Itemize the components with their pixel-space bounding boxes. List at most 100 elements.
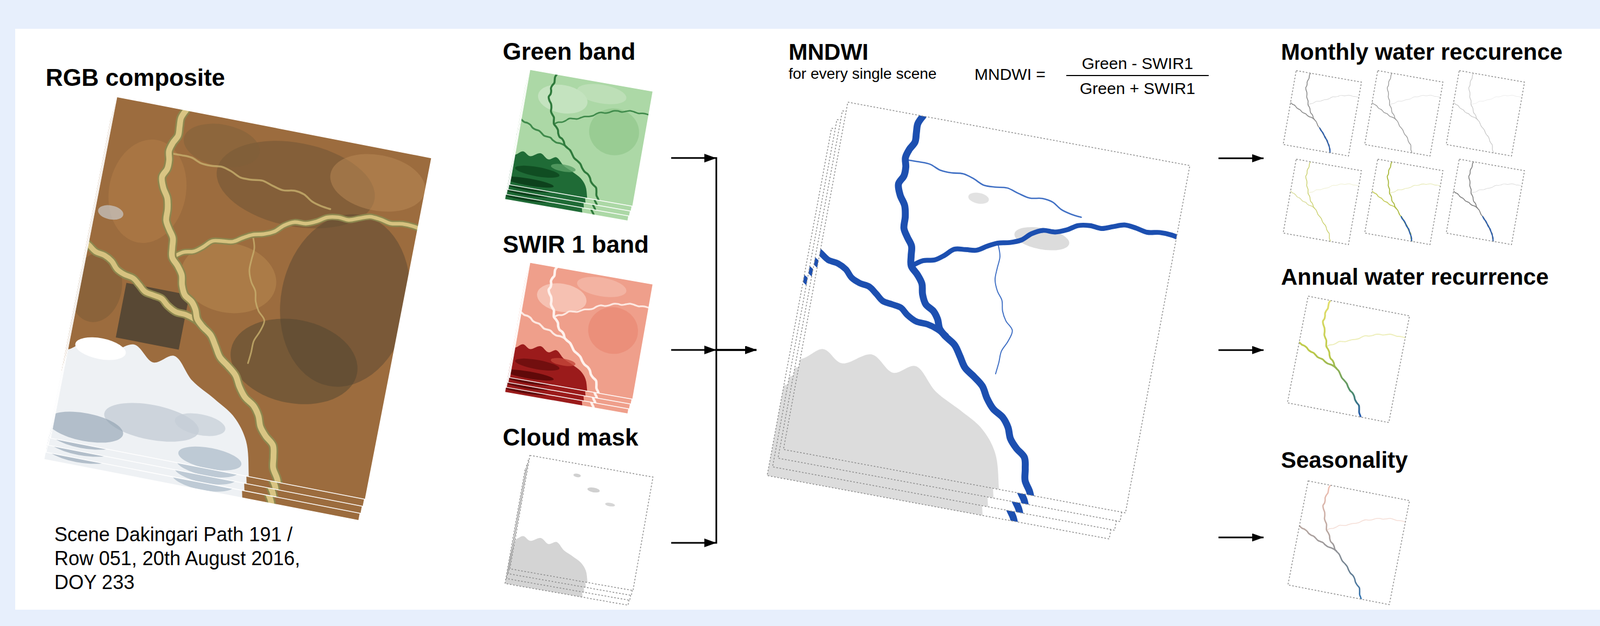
seasonality-map [1285,480,1412,608]
river-line [1478,216,1498,243]
river-line [1397,216,1417,243]
terrain-patch [100,132,196,250]
river-line [1327,507,1408,545]
cloud-puff [176,442,244,475]
mndwi-stack [719,92,1197,591]
terrain-patch [179,117,264,173]
output-panel: Seasonality [1263,444,1590,608]
panel-heading: SWIR 1 band [491,230,649,259]
rgb-scene-stack [0,101,434,589]
frame-outline [509,69,654,207]
scene-content [509,262,654,400]
output-panel: Annual water recurrence [1263,260,1590,443]
terrain-patch [575,273,629,301]
panel-heading: Seasonality [1263,447,1408,474]
river-line [913,188,1184,314]
river-line [1450,101,1480,120]
river-line [1458,72,1508,155]
panel-heading: Cloud mask [491,423,639,452]
formula-denominator: Green + SWIR1 [1064,79,1211,99]
scene-content [1283,159,1362,245]
band-panel: SWIR 1 band [491,230,672,419]
mask-panel: Cloud mask [491,423,672,609]
scene-caption: Scene Dakingari Path 191 / Row 051, 20th… [32,522,337,598]
terrain-patch [584,303,642,359]
river-line [1286,101,1317,120]
output-panel: Monthly water reccurence [1263,38,1590,242]
monthly-map [1444,159,1526,247]
fraction-bar [1066,75,1209,77]
scene-content [48,103,430,507]
scene-ground [1364,70,1443,156]
cloud-speck [586,486,600,494]
scene-content [1364,70,1443,156]
river-line [515,117,571,148]
frame-outline [783,102,1191,514]
scene-content [50,96,432,500]
formula-term: MNDWI = [974,65,1046,85]
river-line [1305,300,1383,420]
cloud-speck [573,473,582,479]
river-line [1450,190,1480,209]
river-line [554,291,652,334]
frame-outline [1364,70,1443,156]
river-line [1315,128,1335,155]
terrain-patch [64,248,128,327]
scene-content [1288,480,1410,605]
flow-arrow [1218,536,1264,539]
river-line [1295,72,1345,155]
river-line [1293,340,1340,369]
river-line [802,246,958,336]
frame-outline [1446,70,1525,156]
rgb-scene-stack [0,87,439,575]
frame-outline [509,455,653,591]
formula-numerator: Green - SWIR1 [1064,54,1211,74]
flow-arrow [671,350,757,543]
scene-ground [1283,159,1362,245]
cloud-puff [509,367,555,384]
scene-content [1287,296,1410,423]
terrain-patch [325,146,430,220]
cloud-puff [550,162,577,174]
river-line [1295,161,1345,243]
cloud-mask-stack [487,452,653,616]
river-line [975,245,1028,376]
flow-arrow [671,158,757,350]
river-line [1376,72,1426,155]
cloud-speck [967,191,990,206]
river-line [1376,161,1426,243]
panel-heading: Annual water recurrence [1263,264,1549,291]
scene-content [509,69,654,207]
river-line [229,236,280,365]
monthly-map [1444,70,1526,159]
cloud-speck [604,502,616,508]
scene-ground [1364,159,1443,245]
flow-arrow [1218,157,1264,160]
river-line [1368,190,1399,209]
frame-outline [1288,480,1410,605]
cloud-area [50,323,283,500]
scene-ground [1287,296,1410,423]
river-line [1308,88,1360,114]
river-line [1368,101,1399,120]
river-line [1294,524,1341,552]
rgb-panel: RGB compositeScene Dakingari Path 191 / … [32,54,490,598]
mndwi-stack [713,101,1192,599]
cloud-area [509,530,599,591]
panel-heading: RGB composite [32,64,225,92]
river-line [1308,177,1360,203]
swir-band-stack [487,259,656,425]
river-line [554,98,652,141]
terrain-patch [585,104,643,160]
river-line [903,159,1086,218]
river-line [1389,88,1442,114]
monthly-map [1363,159,1445,247]
river-line [1471,177,1523,203]
scene-ground [1446,70,1525,156]
flow-arrow [1218,349,1264,352]
cloud-puff [50,405,126,448]
scene-content [1446,159,1525,245]
cloud-puff [550,356,577,368]
annual-map [1284,295,1412,425]
